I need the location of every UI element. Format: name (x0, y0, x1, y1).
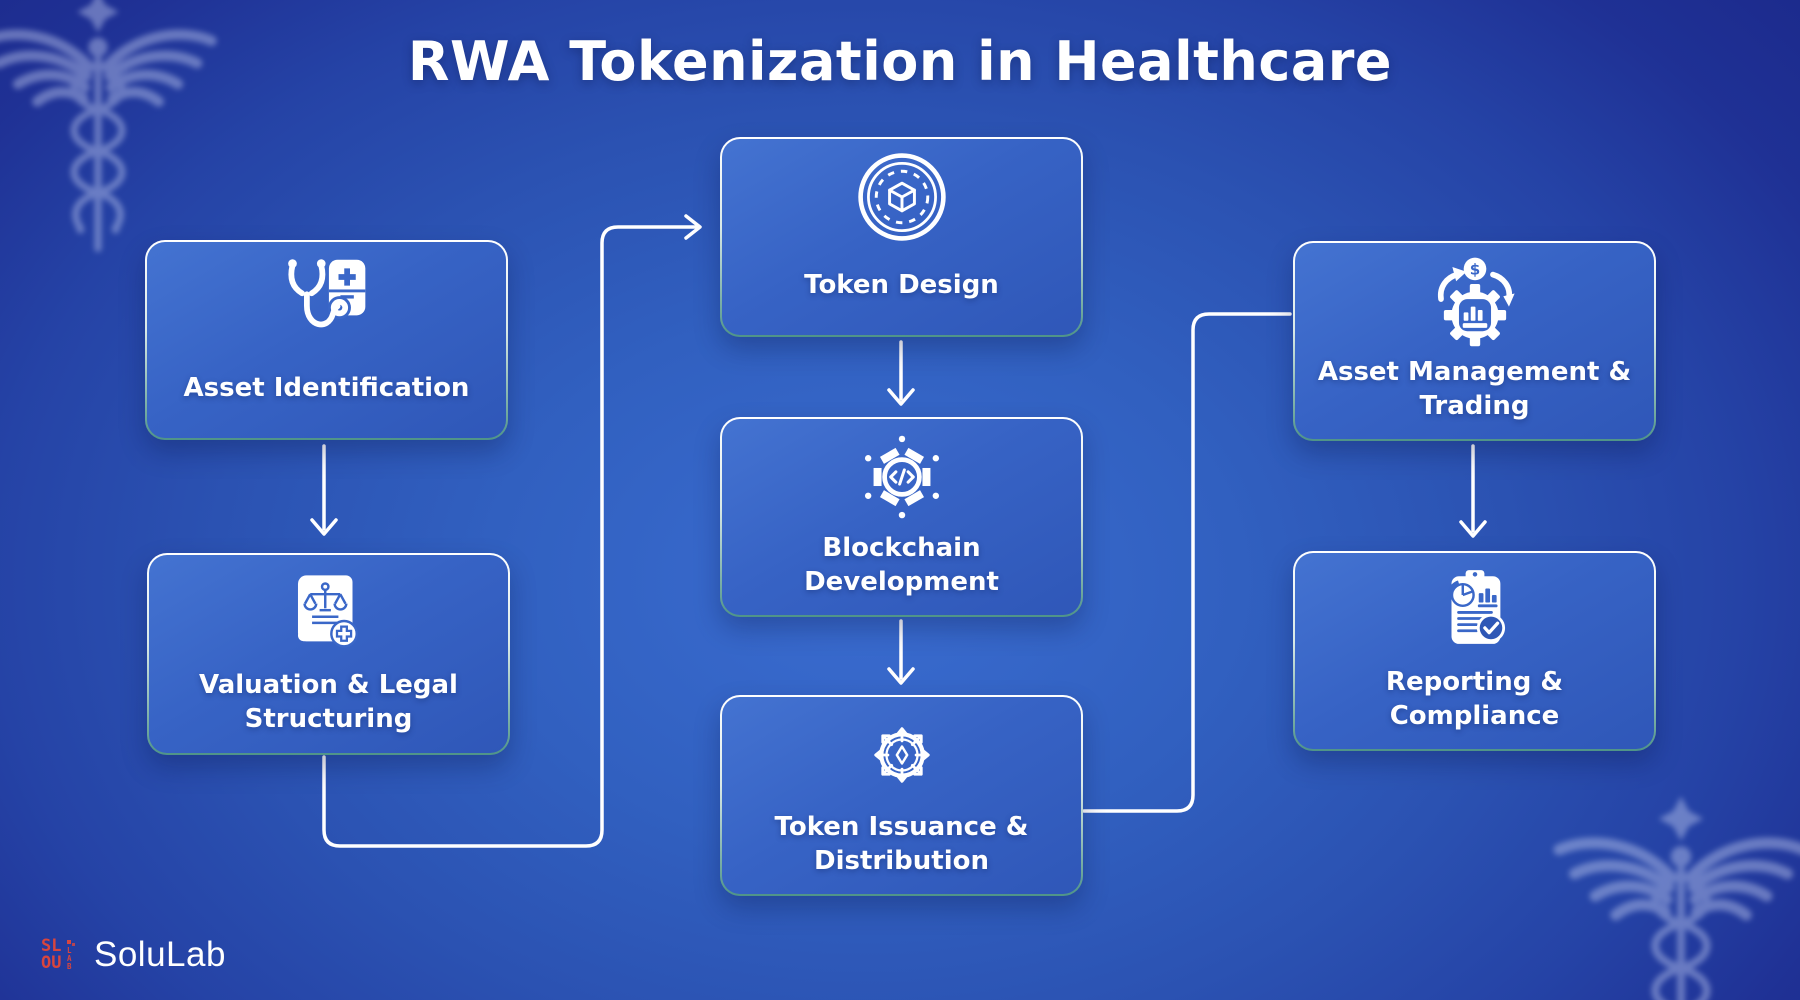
flow-box-label-line: Reporting & Compliance (1385, 667, 1564, 731)
flow-box-label: Valuation & Legal Structuring (199, 661, 458, 743)
flow-box-valuation-legal-structuring: Valuation & Legal Structuring (147, 553, 510, 755)
stethoscope-device-icon (279, 252, 375, 348)
legal-book-icon (282, 565, 376, 661)
flow-box-label: Token Design (804, 245, 999, 325)
svg-text:L: L (67, 946, 72, 955)
flow-box-label-line: Structuring (244, 704, 413, 734)
solulab-logo-mark-icon: SL OU L A B (41, 936, 75, 973)
svg-text:OU: OU (41, 953, 61, 973)
connector-token-issuance-to-asset-management (1082, 312, 1292, 813)
svg-text:SL: SL (41, 936, 61, 956)
flow-box-token-design: Token Design (720, 137, 1083, 337)
arrow-blockchain-to-token-issuance (887, 619, 915, 685)
flow-box-label: Token Issuance & Distribution (775, 803, 1029, 884)
svg-text:$: $ (1469, 261, 1480, 279)
flow-box-reporting-compliance: Reporting & Compliance (1293, 551, 1656, 751)
flow-box-label: Asset Identification (184, 348, 470, 428)
token-coin-cube-icon (856, 149, 948, 245)
svg-text:B: B (67, 962, 72, 971)
gear-dollar-trading-icon: $ (1425, 253, 1525, 349)
page-title: RWA Tokenization in Healthcare (407, 30, 1393, 93)
flow-box-label-line: Valuation & Legal (199, 670, 458, 700)
arrow-asset-management-to-reporting (1459, 444, 1487, 538)
flow-box-label-line: Blockchain (822, 533, 981, 563)
flow-box-blockchain-development: Blockchain Development (720, 417, 1083, 617)
arrow-asset-identification-to-valuation (310, 444, 338, 536)
flow-box-asset-management-trading: $ (1293, 241, 1656, 441)
flow-box-label: Reporting & Compliance (1311, 659, 1638, 739)
flow-box-asset-identification: Asset Identification (145, 240, 508, 440)
compliance-clipboard-icon (1428, 563, 1522, 659)
flow-box-label-line: Distribution (814, 845, 989, 876)
flow-box-label: Asset Management & Trading (1318, 349, 1631, 429)
flow-box-label-line: Token Design (804, 270, 999, 300)
flow-box-label: Blockchain Development (804, 525, 999, 605)
svg-text:A: A (67, 954, 72, 963)
flow-box-label-line: Development (804, 567, 999, 597)
flow-box-label-line: Asset Identification (183, 373, 470, 403)
arrow-token-design-to-blockchain (887, 340, 915, 406)
blockchain-network-icon (855, 429, 949, 525)
caduceus-watermark-bottom-right-icon (1552, 793, 1800, 1000)
solulab-logo-text: SoluLab (94, 935, 226, 974)
flow-box-token-issuance-distribution: Token Issuance & Distribution (720, 695, 1083, 896)
solulab-logo: SL OU L A B SoluLab (40, 934, 226, 976)
flow-box-label-line: Trading (1419, 391, 1530, 421)
flow-box-label-line: Asset Management & (1317, 357, 1632, 387)
token-distribution-icon (855, 707, 949, 803)
flow-box-label-line: Token Issuance & (774, 811, 1029, 842)
